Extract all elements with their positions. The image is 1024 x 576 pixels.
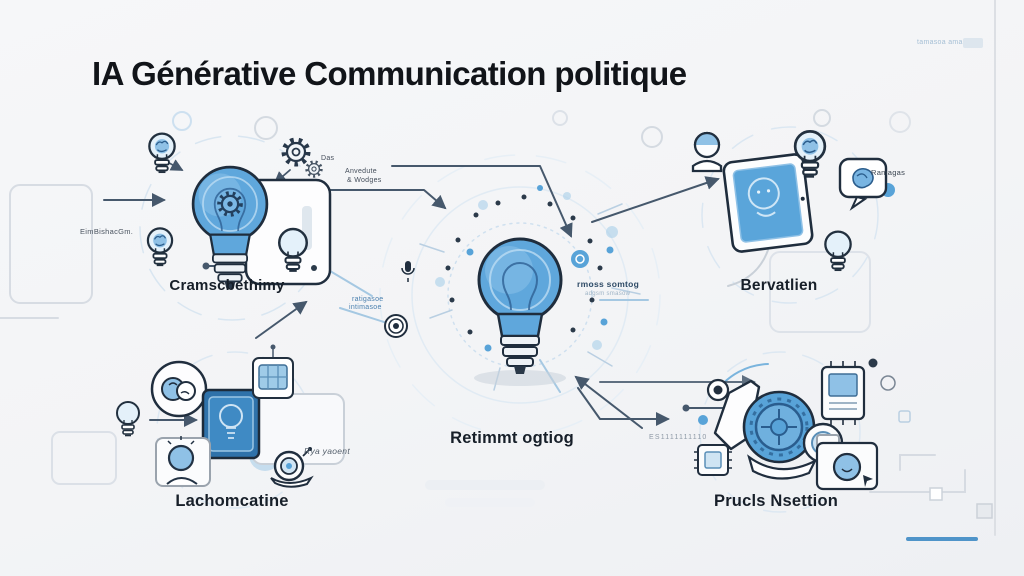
microphone-icon — [401, 261, 415, 282]
brain-circle-icon — [150, 360, 208, 418]
annotation-rmoss-sub: adgsm smasow — [585, 291, 631, 297]
annotation-eimbisha: EimBishacGm. — [80, 227, 134, 236]
speech-bubble-icon — [838, 157, 888, 211]
target-icon — [384, 314, 408, 338]
annotation-ramagas: Ramagas — [871, 168, 906, 177]
watermark-text: tamasoa ama — [917, 39, 963, 46]
bottom-right-hand-cluster — [694, 361, 879, 491]
ai-tablet-icon — [201, 388, 261, 460]
robot-chip-icon — [252, 344, 294, 399]
center-lightbulb-icon — [384, 237, 566, 386]
small-chip-icon — [694, 444, 732, 476]
cluster-label-bottom-left: Lachomcatine — [175, 492, 289, 510]
head-profile-icon — [691, 131, 723, 173]
cluster-label-right: Bervatlien — [740, 277, 818, 294]
left-idea-cluster — [146, 132, 332, 290]
folder-head-icon — [815, 434, 879, 491]
annotation-rya: Rya yaoent — [304, 446, 350, 456]
bulb-brain-icon — [148, 132, 176, 174]
annotation-rmoss: rmoss somtog — [577, 279, 640, 289]
small-bulb-icon — [116, 401, 140, 437]
annotation-ratigasoe-2: intimasoe — [349, 304, 382, 311]
gear-icon — [305, 160, 323, 178]
knob-icon — [706, 378, 730, 402]
connector-arrows — [103, 157, 756, 429]
annotation-anvedute-2: & Wodges — [347, 177, 382, 184]
cluster-label-left: Cramscbethimy — [169, 277, 285, 294]
bulb-brain-icon — [146, 227, 174, 267]
chip-screen-icon — [820, 361, 866, 425]
cluster-label-center: Retimmt ogtiog — [450, 429, 574, 447]
page-title: IA Générative Communication politique — [92, 55, 687, 93]
lightbulb-gear-icon — [191, 165, 269, 290]
annotation-das: Das — [321, 155, 335, 162]
annotation-ratigasoe-1: ratigasoe — [352, 296, 384, 303]
small-bulb-icon — [824, 230, 852, 272]
annotation-anvedute-1: Anvedute — [345, 168, 377, 175]
right-screen-cluster — [691, 130, 888, 272]
annotation-es-code: ES1111111110 — [649, 434, 708, 441]
snail-spiral-icon — [270, 447, 314, 488]
gear-icon — [284, 140, 308, 164]
bottom-left-device-cluster — [116, 344, 345, 488]
cluster-label-bottom-right: Prucls Nsettion — [713, 492, 839, 510]
head-card-icon — [155, 436, 211, 487]
tablet-face-icon — [722, 153, 814, 253]
